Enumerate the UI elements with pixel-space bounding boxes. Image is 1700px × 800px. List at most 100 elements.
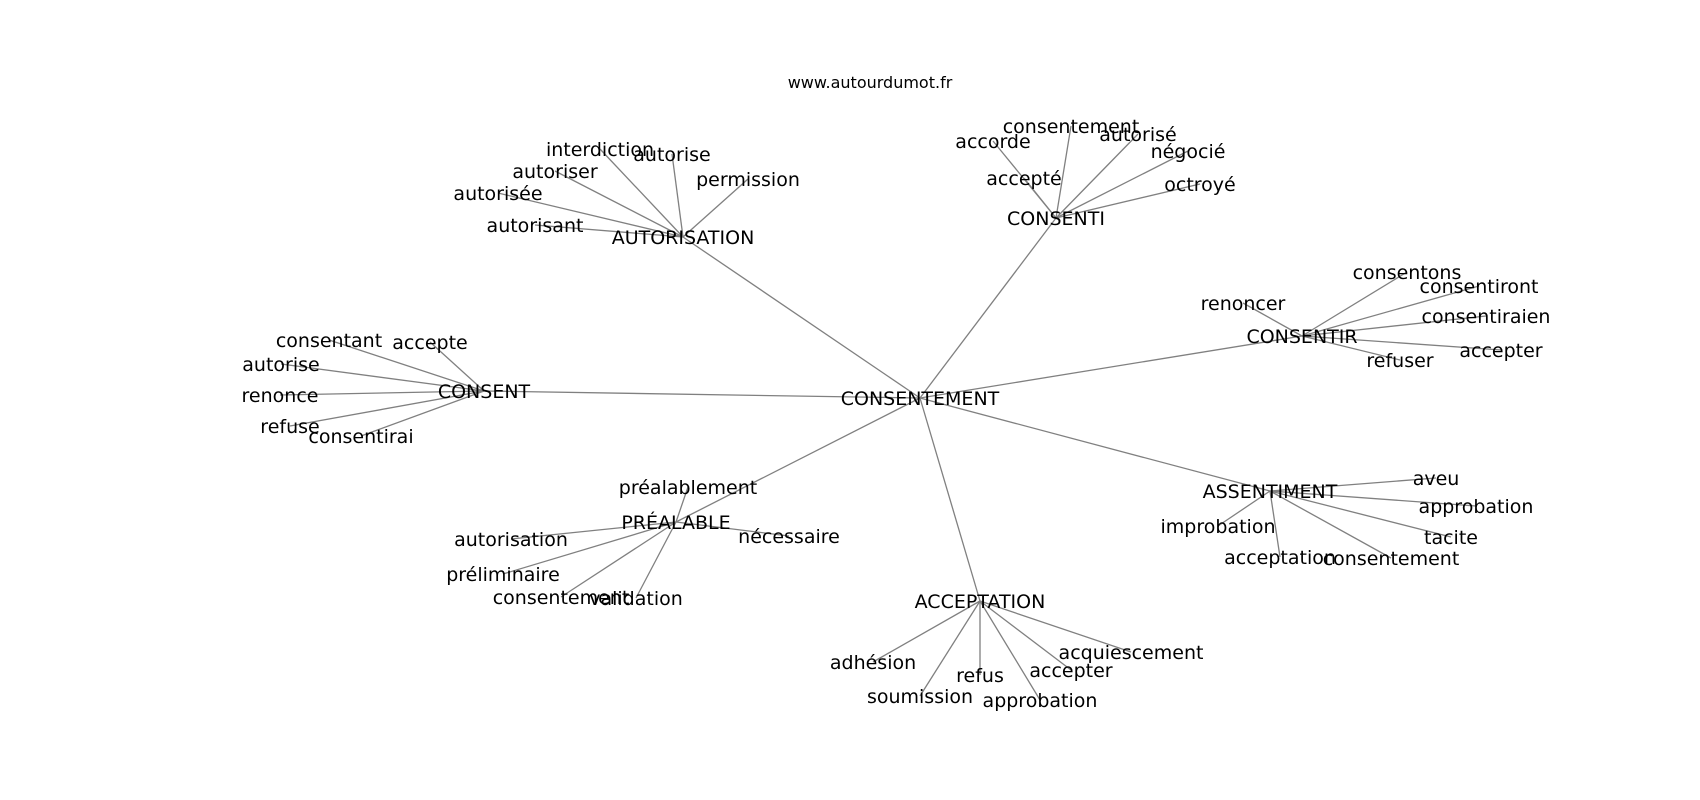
edge-consent-refuse xyxy=(289,390,485,427)
edge-consentir-accepter xyxy=(1301,335,1502,351)
node-word-necessaire: nécessaire xyxy=(738,526,840,548)
node-word-consentement: consentement xyxy=(1003,116,1140,138)
node-hub-consenti: CONSENTI xyxy=(1007,208,1105,230)
edge-prealable-necessaire xyxy=(675,521,790,537)
edge-autorisation-autoriser xyxy=(554,170,684,238)
node-word-improbation: improbation xyxy=(1161,516,1276,538)
node-word-autorise: autorisé xyxy=(1099,124,1176,146)
edge-consenti-accepte xyxy=(1023,177,1057,219)
node-word-approbation: approbation xyxy=(1419,496,1534,518)
edge-acceptation-accepter xyxy=(979,600,1072,671)
node-word-negocie: négocié xyxy=(1151,141,1226,163)
edge-autorisation-permission xyxy=(682,178,749,238)
node-word-interdiction: interdiction xyxy=(546,139,654,161)
edge-consentir-consentiront xyxy=(1301,285,1480,337)
edge-assentiment-improbation xyxy=(1217,490,1271,527)
edge-consent-consentirai xyxy=(360,390,485,437)
node-hub-prealable: PRÉALABLE xyxy=(621,511,730,534)
node-word-consentiront: consentiront xyxy=(1420,276,1539,298)
node-word-refuser: refuser xyxy=(1366,350,1433,372)
edge-acceptation-adhesion xyxy=(872,600,981,663)
edge-prealable-consentement xyxy=(560,521,677,598)
node-word-soumission: soumission xyxy=(867,686,973,708)
node-word-permission: permission xyxy=(696,169,800,191)
node-word-validation: validation xyxy=(589,588,683,610)
node-hub-assentiment: ASSENTIMENT xyxy=(1203,481,1338,503)
graph-edges xyxy=(279,125,1502,701)
node-word-autorise: autorise xyxy=(242,354,319,376)
edge-consenti-autorise xyxy=(1055,133,1139,219)
edge-prealable-preliminaire xyxy=(502,521,677,575)
edge-center-autorisation xyxy=(682,236,921,399)
edge-consent-renonce xyxy=(279,390,485,396)
node-word-refus: refus xyxy=(956,665,1004,687)
node-word-accepter: accepter xyxy=(1459,340,1542,362)
edge-prealable-validation xyxy=(635,521,677,599)
edge-consent-accepte xyxy=(429,341,485,392)
edge-consent-consentant xyxy=(328,339,485,392)
edge-center-consentir xyxy=(919,335,1303,399)
node-word-acceptation: acceptation xyxy=(1224,547,1336,569)
node-word-preliminaire: préliminaire xyxy=(446,564,560,586)
node-word-consentons: consentons xyxy=(1353,262,1462,284)
node-hub-autorisation: AUTORISATION xyxy=(612,227,755,249)
edge-acceptation-acquiescement xyxy=(979,600,1132,653)
source-url: www.autourdumot.fr xyxy=(788,73,953,92)
node-word-consentement: consentement xyxy=(1323,548,1460,570)
node-hub-consentir: CONSENTIR xyxy=(1246,326,1357,348)
edge-assentiment-tacite xyxy=(1269,490,1452,538)
node-word-autorise: autorise xyxy=(633,144,710,166)
node-hub-consent: CONSENT xyxy=(438,381,531,403)
node-word-aveu: aveu xyxy=(1413,468,1460,490)
node-center: CONSENTEMENT xyxy=(841,388,1000,410)
edge-consentir-renoncer xyxy=(1242,302,1303,337)
edge-acceptation-approbation xyxy=(979,600,1041,701)
node-word-accepter: accepter xyxy=(1029,660,1112,682)
edge-prealable-prealablement xyxy=(675,486,689,523)
edge-autorisation-autorise xyxy=(671,153,684,238)
edge-assentiment-approbation xyxy=(1269,490,1477,507)
node-word-refuse: refuse xyxy=(260,416,319,438)
edge-consentir-consentiraien xyxy=(1301,315,1487,337)
edge-assentiment-acceptation xyxy=(1269,490,1281,558)
node-word-acquiescement: acquiescement xyxy=(1059,642,1204,664)
edge-center-prealable xyxy=(675,397,921,523)
node-word-autorisation: autorisation xyxy=(454,529,568,551)
edge-center-assentiment xyxy=(919,397,1271,492)
edge-autorisation-autorisee xyxy=(497,192,684,238)
node-word-autorisant: autorisant xyxy=(487,215,584,237)
edge-acceptation-soumission xyxy=(919,600,981,697)
edge-center-consent xyxy=(483,390,921,399)
node-word-renonce: renonce xyxy=(242,385,319,407)
edge-assentiment-consentement xyxy=(1269,490,1392,559)
edge-autorisation-interdiction xyxy=(599,148,684,238)
node-word-octroye: octroyé xyxy=(1164,174,1235,196)
edge-consentir-refuser xyxy=(1301,335,1401,361)
node-word-approbation: approbation xyxy=(983,690,1098,712)
node-word-adhesion: adhésion xyxy=(830,652,916,674)
node-word-autorisee: autorisée xyxy=(453,183,542,205)
edge-consenti-octroye xyxy=(1055,183,1201,219)
node-word-tacite: tacite xyxy=(1424,527,1478,549)
edge-consent-autorise xyxy=(280,363,485,392)
edge-consenti-consentement xyxy=(1055,125,1072,219)
node-hub-acceptation: ACCEPTATION xyxy=(915,591,1046,613)
node-word-consentant: consentant xyxy=(276,330,382,352)
edge-center-consenti xyxy=(919,217,1057,399)
edge-consentir-consentons xyxy=(1301,271,1408,337)
edge-autorisation-autorisant xyxy=(534,224,684,238)
node-word-autoriser: autoriser xyxy=(512,161,597,183)
node-word-accepte: accepté xyxy=(986,168,1061,190)
node-word-consentement: consentement xyxy=(493,587,630,609)
node-word-consentirai: consentirai xyxy=(308,426,413,448)
edge-consenti-negocie xyxy=(1055,150,1189,219)
node-word-accepte: accepte xyxy=(392,332,467,354)
node-word-renoncer: renoncer xyxy=(1201,293,1286,315)
node-word-prealablement: préalablement xyxy=(619,477,757,499)
node-word-accorde: accorde xyxy=(955,131,1030,153)
edge-assentiment-aveu xyxy=(1269,477,1437,492)
edge-center-acceptation xyxy=(919,397,981,602)
edge-prealable-autorisation xyxy=(510,521,677,540)
node-word-consentiraien: consentiraien xyxy=(1422,306,1551,328)
